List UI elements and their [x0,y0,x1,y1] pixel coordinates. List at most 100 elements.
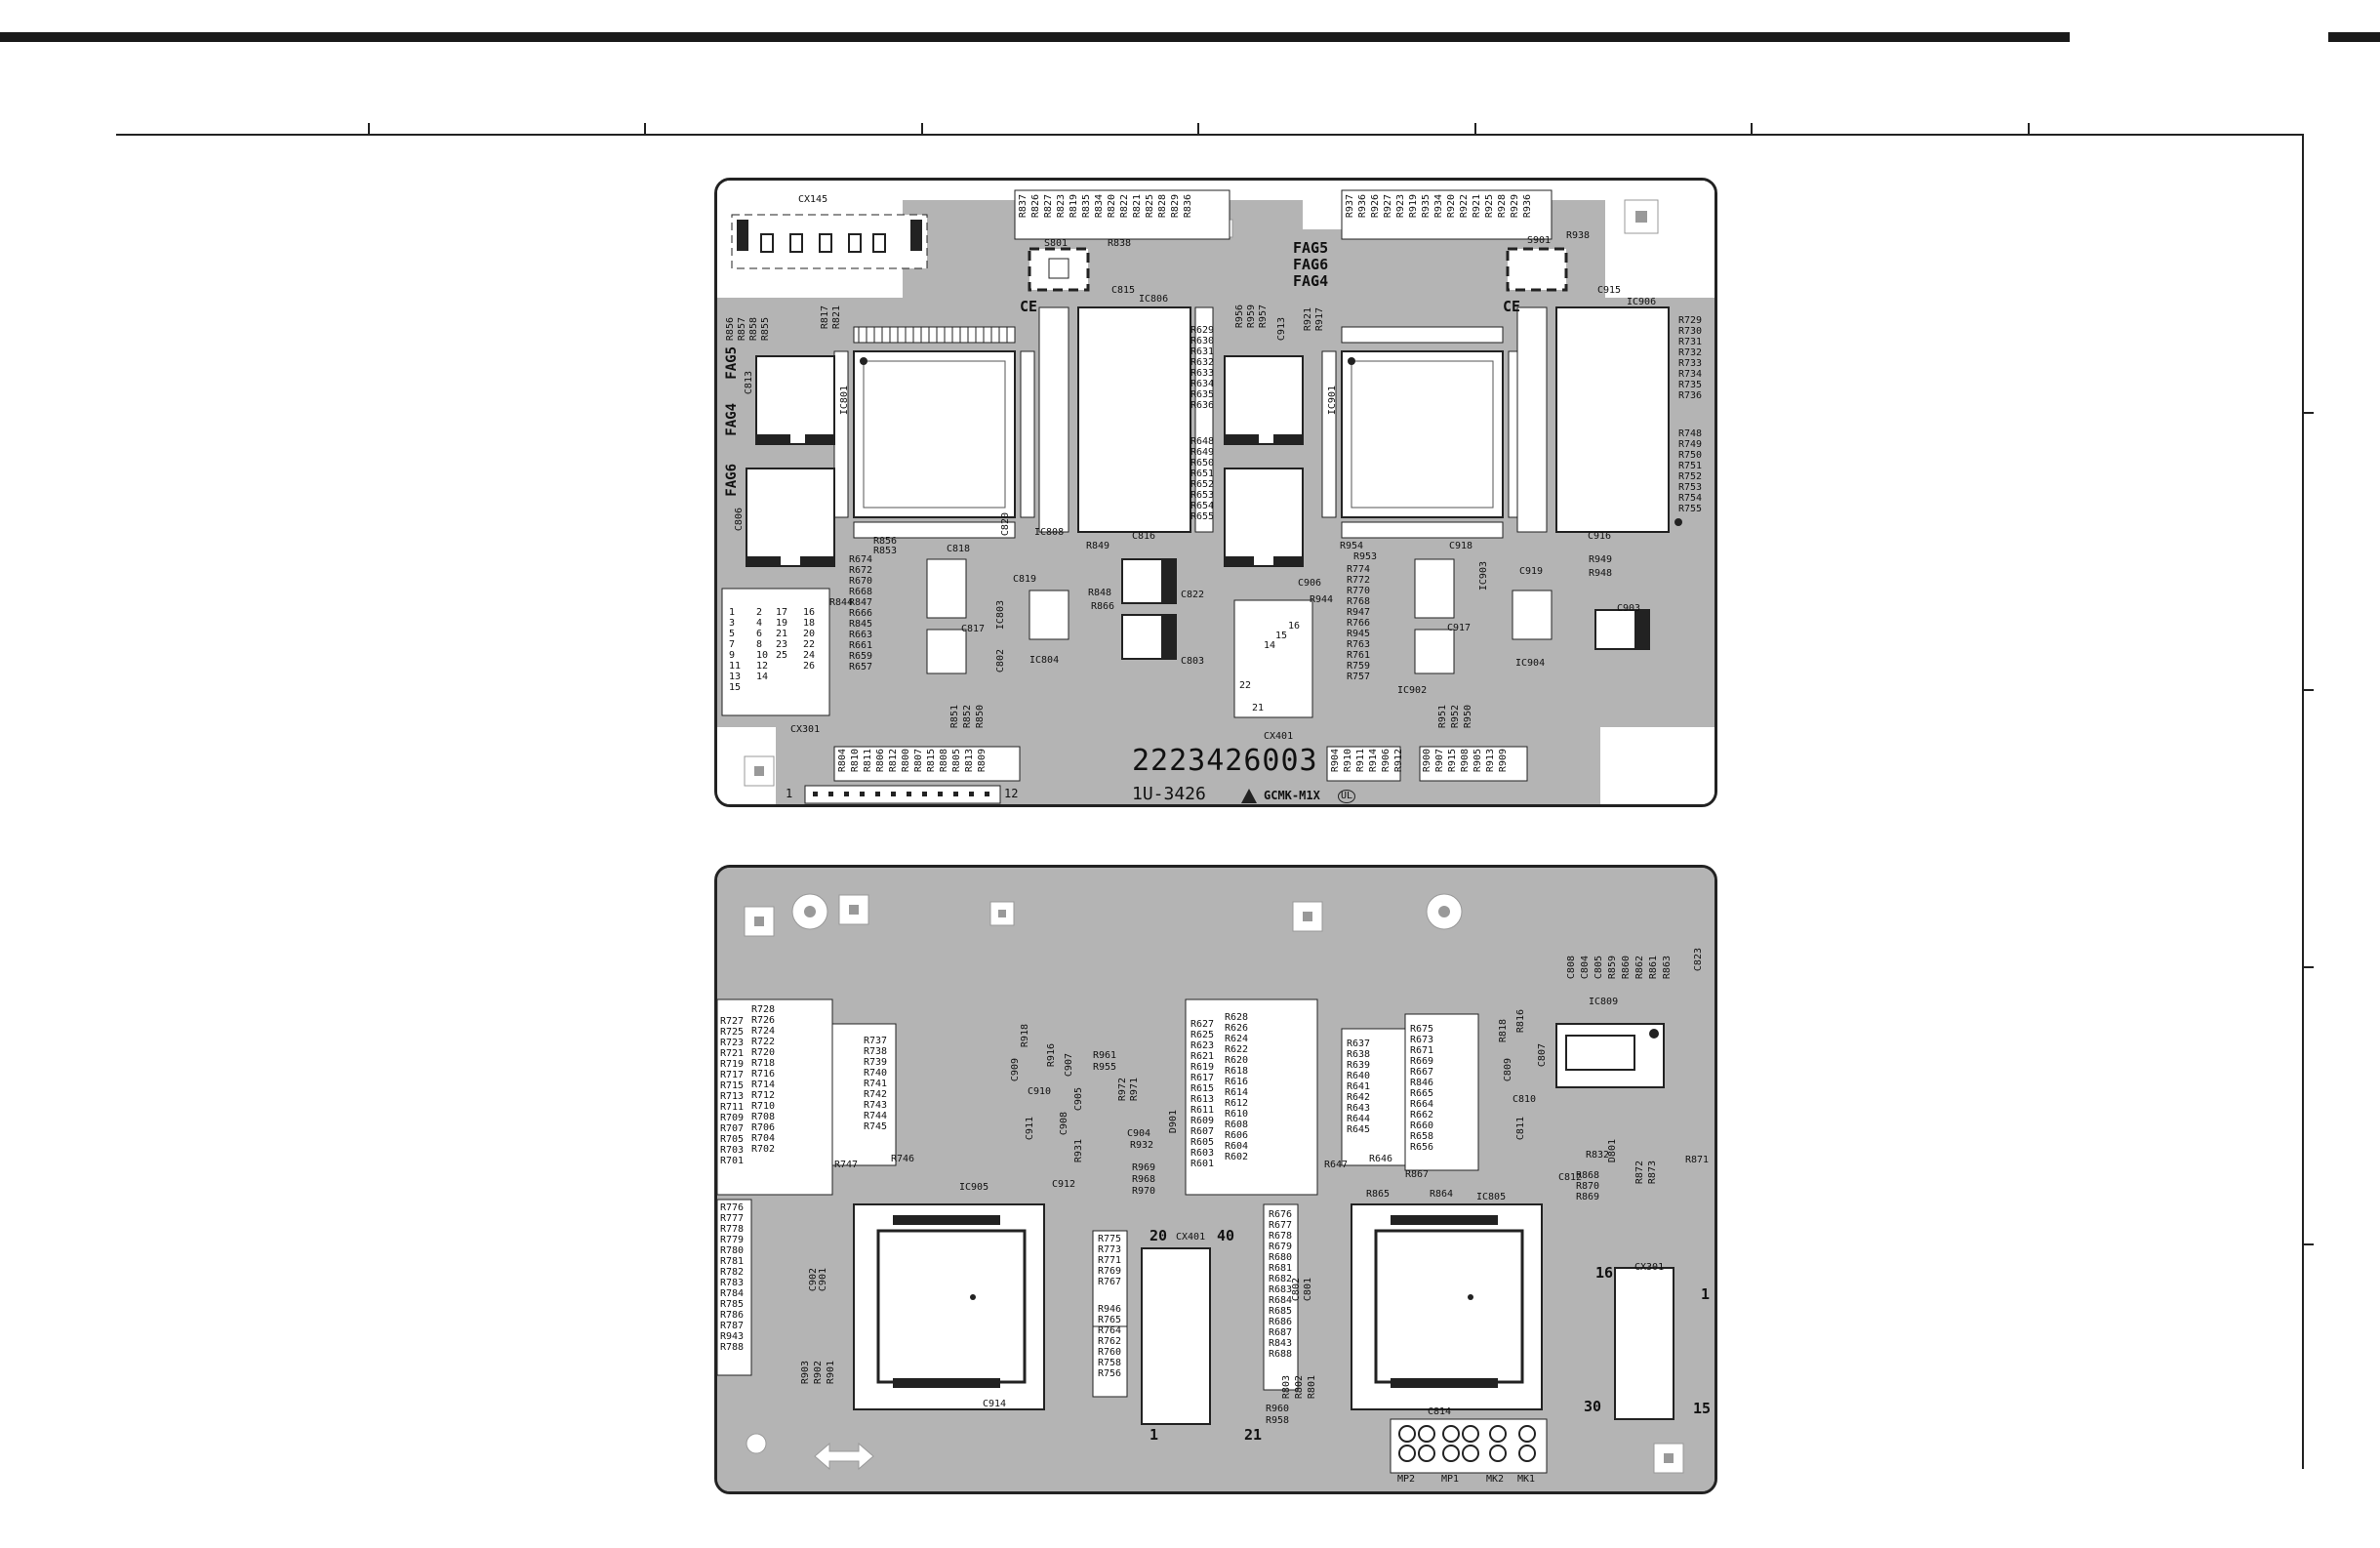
component-label: R929 [1510,194,1520,219]
label-ce-right: CE [1503,298,1521,315]
component-label: R847 [849,597,873,608]
component-label: R677 [1269,1220,1293,1231]
component-label: R668 [849,587,873,597]
component-label: R715 [720,1080,745,1091]
label-r971: R971 [1129,1078,1140,1102]
component-label: R852 [962,705,973,729]
label-r646: R646 [1369,1154,1393,1164]
label-ic804: IC804 [1029,655,1060,666]
component-label: R725 [720,1027,745,1038]
component-label: R785 [720,1299,745,1310]
label-cx401: CX401 [1264,731,1294,742]
component-label: R810 [850,749,861,773]
component-label: R649 [1190,447,1215,458]
label-r866: R866 [1091,601,1115,612]
component-label: R629 [1190,325,1215,336]
component-label: R907 [1434,749,1445,773]
component-label: R733 [1678,358,1703,369]
label-fag4-left: FAG4 [724,403,740,436]
frame-tick [921,123,923,135]
component-label: R707 [720,1123,745,1134]
component-label: C805 [1593,956,1604,980]
label-ic904: IC904 [1515,658,1546,669]
component-label: R819 [1069,194,1079,219]
component-label: R666 [849,608,873,619]
label-c912: C912 [1052,1179,1076,1190]
component-label: R625 [1190,1030,1215,1040]
component-label: R843 [1269,1338,1293,1349]
component-label: R685 [1269,1306,1293,1317]
component-label: R911 [1355,749,1366,773]
component-label: R639 [1347,1060,1371,1071]
label-fag5: FAG5 [1293,239,1329,257]
label-cx301: CX301 [790,724,821,735]
component-label: R928 [1497,194,1508,219]
component-label: R784 [720,1288,745,1299]
component-label: R652 [1190,479,1215,490]
component-label: R900 [1422,749,1432,773]
component-label: 18 [803,618,816,629]
label-pin14: 14 [1264,640,1276,651]
component-label: R611 [1190,1105,1215,1116]
component-label: R821 [831,306,842,330]
component-label: R640 [1347,1071,1371,1081]
label-r647: R647 [1324,1160,1349,1170]
component-label: R687 [1269,1327,1293,1338]
component-label: R772 [1347,575,1371,586]
label-c811: C811 [1515,1117,1526,1141]
component-label: R837 [1018,194,1029,219]
component-label: R920 [1446,194,1457,219]
component-label: R947 [1347,607,1371,618]
component-label: R868 [1576,1170,1600,1181]
component-label: R655 [1190,511,1215,522]
label-r968: R968 [1132,1174,1156,1185]
label-ic905: IC905 [959,1182,989,1193]
component-label: R670 [849,576,873,587]
component-label: R815 [926,749,937,773]
label-c910: C910 [1028,1086,1052,1097]
component-label: R617 [1190,1073,1215,1083]
label-c822: C822 [1181,590,1205,600]
component-label: R827 [1043,194,1054,219]
component-label: 9 [729,650,736,661]
component-label: R764 [1098,1325,1122,1336]
label-conn-pin12: 12 [1004,787,1019,800]
component-label: R618 [1225,1066,1249,1077]
label-fag6-left: FAG6 [724,464,740,497]
component-label: R614 [1225,1087,1249,1098]
label-c915: C915 [1597,285,1622,296]
component-label: R723 [720,1038,745,1048]
label-r918: R918 [1020,1024,1030,1048]
component-label: R821 [1132,194,1143,219]
component-label: R917 [1314,307,1325,332]
component-label: R674 [849,554,873,565]
label-ic906: IC906 [1627,297,1657,307]
component-label: R782 [720,1267,745,1278]
component-label: R823 [1056,194,1067,219]
component-label: R936 [1357,194,1368,219]
label-r916: R916 [1046,1043,1057,1068]
component-label: 24 [803,650,816,661]
component-label: R714 [751,1080,776,1090]
label-c802: C802 [995,649,1006,673]
component-label: R758 [1098,1358,1122,1368]
component-label: R836 [1183,194,1193,219]
label-d801: D801 [1607,1139,1618,1163]
component-label: R702 [751,1144,776,1155]
component-label: R753 [1678,482,1703,493]
component-label: R902 [813,1361,824,1385]
component-label: R624 [1225,1034,1249,1044]
label-c820: C820 [1000,512,1011,537]
component-label: R653 [1190,490,1215,501]
label-fag5-left: FAG5 [724,346,740,380]
label-ic801: IC801 [839,386,850,416]
component-label: R851 [949,705,960,729]
component-label: R634 [1190,379,1215,389]
